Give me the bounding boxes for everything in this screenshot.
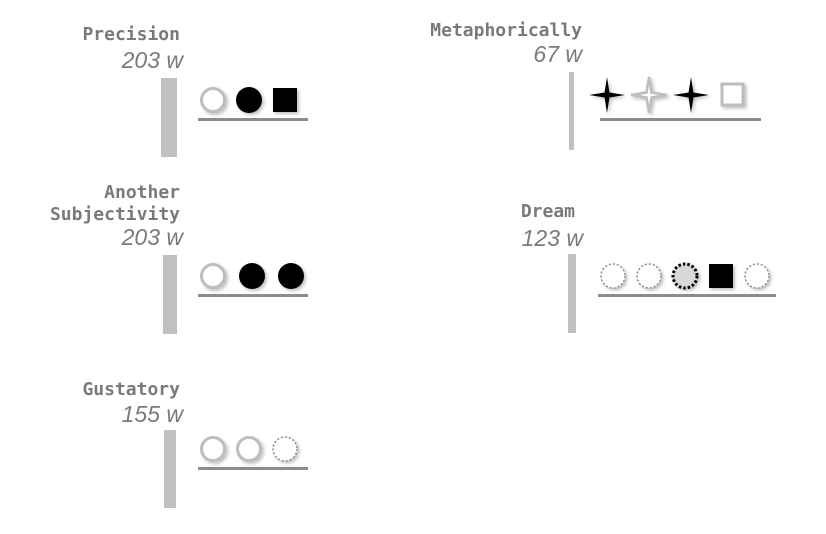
gray-ring-icon [198, 434, 228, 464]
vertical-bar [161, 78, 177, 157]
vertical-bar [164, 430, 176, 508]
gray-ring-icon [198, 261, 228, 291]
group-count: 203 w [121, 47, 183, 73]
baseline-rule [198, 294, 308, 297]
black-star-icon [589, 77, 625, 113]
group-count: 155 w [121, 401, 183, 427]
group-count: 203 w [121, 224, 183, 250]
gray-ring-icon [198, 85, 228, 115]
baseline-rule [600, 118, 761, 121]
black-square-icon [270, 85, 300, 115]
black-circle-icon [234, 85, 264, 115]
black-square-icon [706, 261, 736, 291]
dotted-circle-icon [742, 261, 772, 291]
baseline-rule [198, 118, 308, 121]
gray-star-icon [630, 76, 668, 114]
vertical-bar [568, 254, 576, 333]
dotted-circle-icon [598, 261, 628, 291]
baseline-rule [198, 467, 308, 470]
black-circle-icon [276, 261, 306, 291]
vertical-bar [569, 72, 574, 150]
vertical-bar [163, 255, 177, 334]
group-title: Dream [520, 201, 575, 222]
group-count: 67 w [533, 41, 582, 67]
group-title: Gustatory [82, 379, 180, 400]
group-title: Metaphorically [430, 20, 582, 41]
dotted-circle-icon [270, 434, 300, 464]
baseline-rule [598, 294, 776, 297]
group-title: Precision [82, 24, 180, 45]
black-star-icon [673, 77, 709, 113]
dotted-circle-icon [634, 261, 664, 291]
group-title: Another Subjectivity [49, 182, 180, 225]
black-circle-icon [237, 261, 267, 291]
gray-square-outline-icon [718, 80, 748, 110]
group-count: 123 w [521, 225, 583, 251]
gray-ring-icon [234, 434, 264, 464]
dotted-filled-circle-icon [670, 261, 700, 291]
